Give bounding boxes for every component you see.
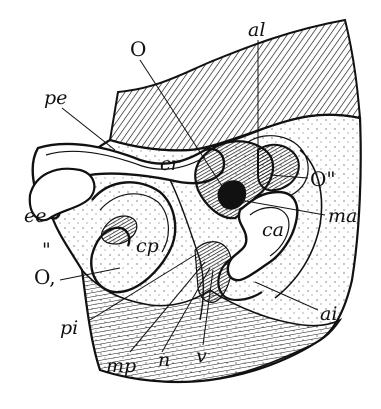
label-v: v [196, 345, 207, 367]
label-o-top: O [130, 37, 146, 61]
label-n: n [158, 349, 170, 371]
label-cr: cr [160, 153, 182, 175]
label-al: al [248, 19, 265, 41]
label-pi: pi [60, 317, 78, 339]
label-mp: mp [106, 355, 136, 377]
label-pe: pe [44, 87, 67, 109]
label-ma: ma [328, 205, 357, 227]
label-cp: cp [136, 235, 159, 257]
label-ee: ee [24, 205, 47, 227]
label-ai: ai [320, 303, 337, 325]
label-o-sub: O, [34, 265, 56, 289]
label-ca: ca [262, 219, 284, 241]
label-o-sub-mark: " [42, 239, 51, 261]
label-o-double-prime: O" [310, 167, 336, 191]
